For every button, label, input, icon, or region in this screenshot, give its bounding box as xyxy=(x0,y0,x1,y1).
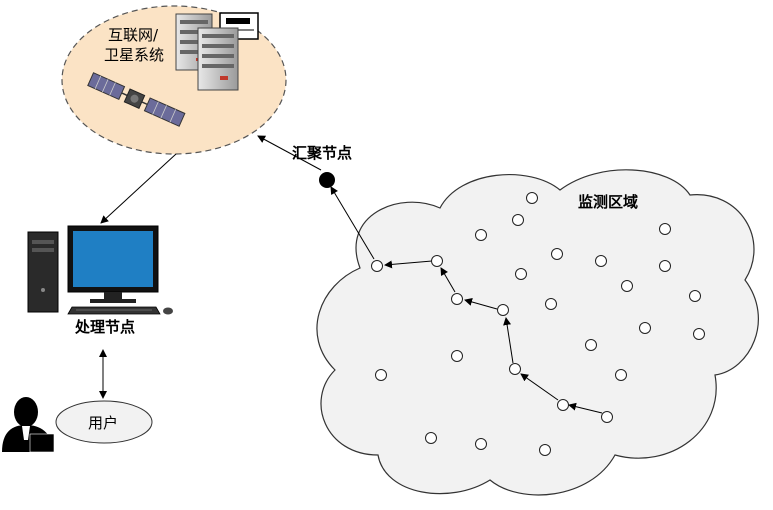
sensor-node xyxy=(451,293,463,305)
sensor-node xyxy=(375,369,387,381)
sensor-node xyxy=(689,290,701,302)
sensor-node xyxy=(557,399,569,411)
sensor-routing-path xyxy=(99,135,603,414)
sensor-node xyxy=(497,304,509,316)
monitoring-area-cloud xyxy=(316,169,759,496)
sensor-node xyxy=(512,214,524,226)
user-label: 用户 xyxy=(88,414,118,432)
sensor-node xyxy=(475,438,487,450)
internet-satellite-label-line2: 卫星系统 xyxy=(104,46,164,64)
server-icon xyxy=(197,27,239,91)
user-icon xyxy=(2,397,55,453)
sensor-node xyxy=(539,444,551,456)
sensor-node xyxy=(621,280,633,292)
sensor-node xyxy=(551,248,563,260)
sensor-node xyxy=(545,298,557,310)
sensor-node xyxy=(475,229,487,241)
sensor-node xyxy=(585,339,597,351)
monitoring-area-label: 监测区域 xyxy=(578,193,638,211)
sensor-node xyxy=(431,255,443,267)
sink-node xyxy=(319,172,335,188)
sink-node-label: 汇聚节点 xyxy=(292,144,352,162)
sensor-node xyxy=(451,350,463,362)
sensor-node xyxy=(615,369,627,381)
sensor-node xyxy=(371,260,383,272)
sensor-node xyxy=(509,363,521,375)
sensor-node xyxy=(425,432,437,444)
processing-node-label: 处理节点 xyxy=(74,318,135,336)
computer-icon xyxy=(27,225,173,315)
sensor-nodes xyxy=(371,192,705,456)
sensor-node xyxy=(601,411,613,423)
sensor-node xyxy=(515,268,527,280)
sensor-node xyxy=(639,322,651,334)
sensor-node xyxy=(526,192,538,204)
satellite-icon xyxy=(87,72,186,127)
sensor-node xyxy=(595,255,607,267)
sensor-node xyxy=(693,328,705,340)
user-oval xyxy=(55,400,153,444)
sensor-node xyxy=(659,260,671,272)
internet-satellite-label-line1: 互联网/ xyxy=(108,26,159,44)
sensor-node xyxy=(659,223,671,235)
